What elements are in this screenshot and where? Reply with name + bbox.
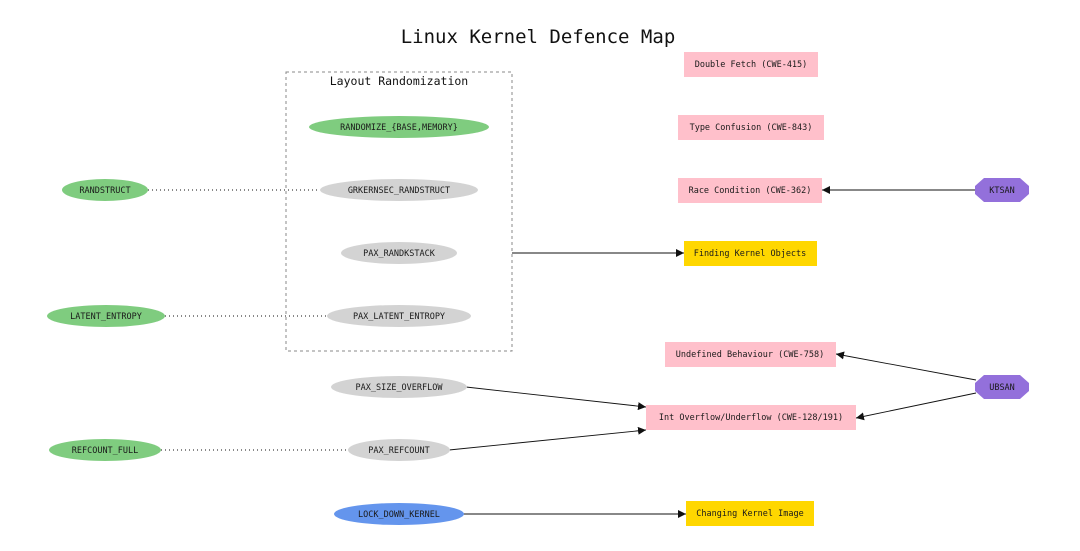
node-label: PAX_RANDKSTACK bbox=[363, 249, 436, 259]
node-randstruct: RANDSTRUCT bbox=[62, 179, 148, 201]
node-label: RANDSTRUCT bbox=[79, 186, 130, 196]
node-shape bbox=[975, 178, 1029, 202]
node-shape bbox=[331, 376, 467, 398]
node-refcount-full: REFCOUNT_FULL bbox=[49, 439, 161, 461]
node-label: Finding Kernel Objects bbox=[694, 249, 807, 259]
node-changing-kernel-image: Changing Kernel Image bbox=[686, 501, 814, 526]
node-label: KTSAN bbox=[989, 186, 1015, 196]
node-label: Race Condition (CWE-362) bbox=[689, 186, 812, 196]
node-label: PAX_LATENT_ENTROPY bbox=[353, 312, 445, 322]
node-shape bbox=[646, 405, 856, 430]
node-label: Undefined Behaviour (CWE-758) bbox=[676, 350, 824, 360]
node-shape bbox=[678, 115, 824, 140]
node-label: PAX_SIZE_OVERFLOW bbox=[356, 383, 444, 393]
node-label: LATENT_ENTROPY bbox=[70, 312, 142, 322]
node-shape bbox=[684, 52, 818, 77]
node-ubsan: UBSAN bbox=[975, 375, 1029, 399]
node-latent-entropy: LATENT_ENTROPY bbox=[47, 305, 165, 327]
cluster-label: Layout Randomization bbox=[330, 74, 468, 88]
node-label: PAX_REFCOUNT bbox=[368, 446, 429, 456]
node-pax-randkstack: PAX_RANDKSTACK bbox=[341, 242, 457, 264]
node-shape bbox=[320, 179, 478, 201]
edge-ubsan-undefined bbox=[835, 351, 977, 381]
node-label: GRKERNSEC_RANDSTRUCT bbox=[348, 186, 450, 196]
node-grkernsec-randstruct: GRKERNSEC_RANDSTRUCT bbox=[320, 179, 478, 201]
node-finding-kernel-objects: Finding Kernel Objects bbox=[684, 241, 817, 266]
node-pax-refcount: PAX_REFCOUNT bbox=[348, 439, 450, 461]
node-shape bbox=[47, 305, 165, 327]
node-shape bbox=[684, 241, 817, 266]
node-shape bbox=[665, 342, 836, 367]
node-shape bbox=[686, 501, 814, 526]
node-race-condition: Race Condition (CWE-362) bbox=[678, 178, 822, 203]
diagram-title: Linux Kernel Defence Map bbox=[401, 26, 676, 48]
edge-refcount-int bbox=[448, 426, 647, 451]
edges bbox=[148, 186, 977, 518]
node-lock-down-kernel: LOCK_DOWN_KERNEL bbox=[334, 503, 464, 525]
node-undefined-behaviour: Undefined Behaviour (CWE-758) bbox=[665, 342, 836, 367]
node-shape bbox=[49, 439, 161, 461]
node-label: RANDOMIZE_{BASE,MEMORY} bbox=[340, 123, 458, 133]
node-int-overflow: Int Overflow/Underflow (CWE-128/191) bbox=[646, 405, 856, 430]
node-shape bbox=[975, 375, 1029, 399]
node-shape bbox=[678, 178, 822, 203]
node-shape bbox=[348, 439, 450, 461]
node-randomize-base-memory: RANDOMIZE_{BASE,MEMORY} bbox=[309, 116, 489, 138]
node-label: Int Overflow/Underflow (CWE-128/191) bbox=[659, 413, 843, 423]
node-label: UBSAN bbox=[989, 383, 1015, 393]
node-label: REFCOUNT_FULL bbox=[72, 446, 139, 456]
node-shape bbox=[341, 242, 457, 264]
node-type-confusion: Type Confusion (CWE-843) bbox=[678, 115, 824, 140]
node-label: LOCK_DOWN_KERNEL bbox=[358, 510, 440, 520]
node-double-fetch: Double Fetch (CWE-415) bbox=[684, 52, 818, 77]
node-pax-size-overflow: PAX_SIZE_OVERFLOW bbox=[331, 376, 467, 398]
node-label: Double Fetch (CWE-415) bbox=[695, 60, 808, 70]
edge-ubsan-int bbox=[855, 392, 977, 421]
node-shape bbox=[327, 305, 471, 327]
node-pax-latent-entropy: PAX_LATENT_ENTROPY bbox=[327, 305, 471, 327]
edge-size-overflow-int bbox=[465, 386, 647, 411]
node-shape bbox=[62, 179, 148, 201]
cluster-layout-randomization: Layout Randomization bbox=[285, 71, 513, 352]
cluster-border bbox=[285, 71, 513, 352]
node-shape bbox=[334, 503, 464, 525]
node-ktsan: KTSAN bbox=[975, 178, 1029, 202]
node-label: Changing Kernel Image bbox=[696, 509, 803, 519]
node-shape bbox=[309, 116, 489, 138]
node-label: Type Confusion (CWE-843) bbox=[690, 123, 813, 133]
